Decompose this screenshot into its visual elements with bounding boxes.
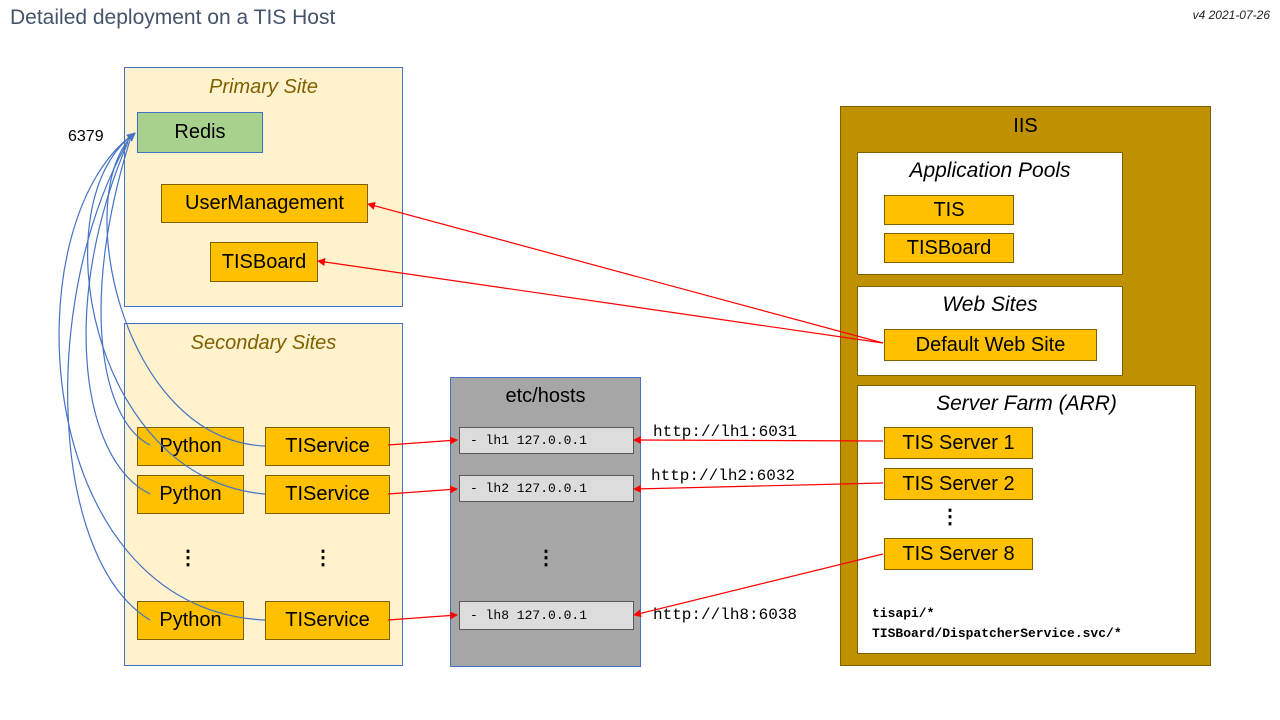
python-box: Python	[137, 601, 244, 640]
website-to-usermanagement-arrow	[367, 201, 884, 344]
python-box: Python	[137, 427, 244, 466]
user-management-box: UserManagement	[161, 184, 368, 223]
host-entry: - lh1 127.0.0.1	[459, 427, 634, 454]
redis-box: Redis	[137, 112, 263, 153]
url-label: http://lh8:6038	[653, 606, 798, 624]
secondary-sites-panel: Secondary Sites Python TIService Python …	[124, 323, 403, 666]
tisboard-box: TISBoard	[210, 242, 318, 282]
web-sites-title: Web Sites	[942, 293, 1038, 316]
version-label: v4 2021-07-26	[1192, 8, 1270, 22]
url-label: http://lh1:6031	[653, 423, 798, 441]
application-pools-title: Application Pools	[909, 159, 1071, 182]
tis-server-box: TIS Server 8	[884, 538, 1033, 570]
tis-server-box: TIS Server 1	[884, 427, 1033, 459]
ellipsis: ⋮	[313, 547, 333, 569]
iis-panel: IIS Application Pools TIS TISBoard Web S…	[840, 106, 1211, 666]
tiservice-box: TIService	[265, 601, 390, 640]
python-box: Python	[137, 475, 244, 514]
host-entry: - lh8 127.0.0.1	[459, 601, 634, 630]
route-label: TISBoard/DispatcherService.svc/*	[872, 626, 1122, 641]
secondary-sites-title: Secondary Sites	[190, 332, 337, 354]
tiservice-box: TIService	[265, 475, 390, 514]
server-farm-panel: Server Farm (ARR) TIS Server 1 TIS Serve…	[857, 385, 1196, 654]
primary-site-panel: Primary Site Redis UserManagement TISBoa…	[124, 67, 403, 307]
hosts-title: etc/hosts	[505, 385, 586, 407]
url-label: http://lh2:6032	[651, 467, 796, 485]
web-sites-panel: Web Sites Default Web Site	[857, 286, 1123, 376]
app-pool-box: TIS	[884, 195, 1014, 225]
page-title: Detailed deployment on a TIS Host	[10, 6, 336, 29]
route-label: tisapi/*	[872, 606, 935, 621]
ellipsis: ⋮	[178, 547, 198, 569]
application-pools-panel: Application Pools TIS TISBoard	[857, 152, 1123, 275]
app-pool-box: TISBoard	[884, 233, 1014, 263]
iis-title: IIS	[1013, 115, 1038, 137]
redis-port-label: 6379	[68, 128, 104, 145]
host-entry: - lh2 127.0.0.1	[459, 475, 634, 502]
ellipsis: ⋮	[536, 547, 556, 569]
ellipsis: ⋮	[940, 506, 960, 528]
default-web-site-box: Default Web Site	[884, 329, 1097, 361]
hosts-panel: etc/hosts - lh1 127.0.0.1 - lh2 127.0.0.…	[450, 377, 641, 667]
tiservice-box: TIService	[265, 427, 390, 466]
tis-server-box: TIS Server 2	[884, 468, 1033, 500]
primary-site-title: Primary Site	[209, 76, 318, 98]
server-farm-title: Server Farm (ARR)	[936, 392, 1117, 415]
